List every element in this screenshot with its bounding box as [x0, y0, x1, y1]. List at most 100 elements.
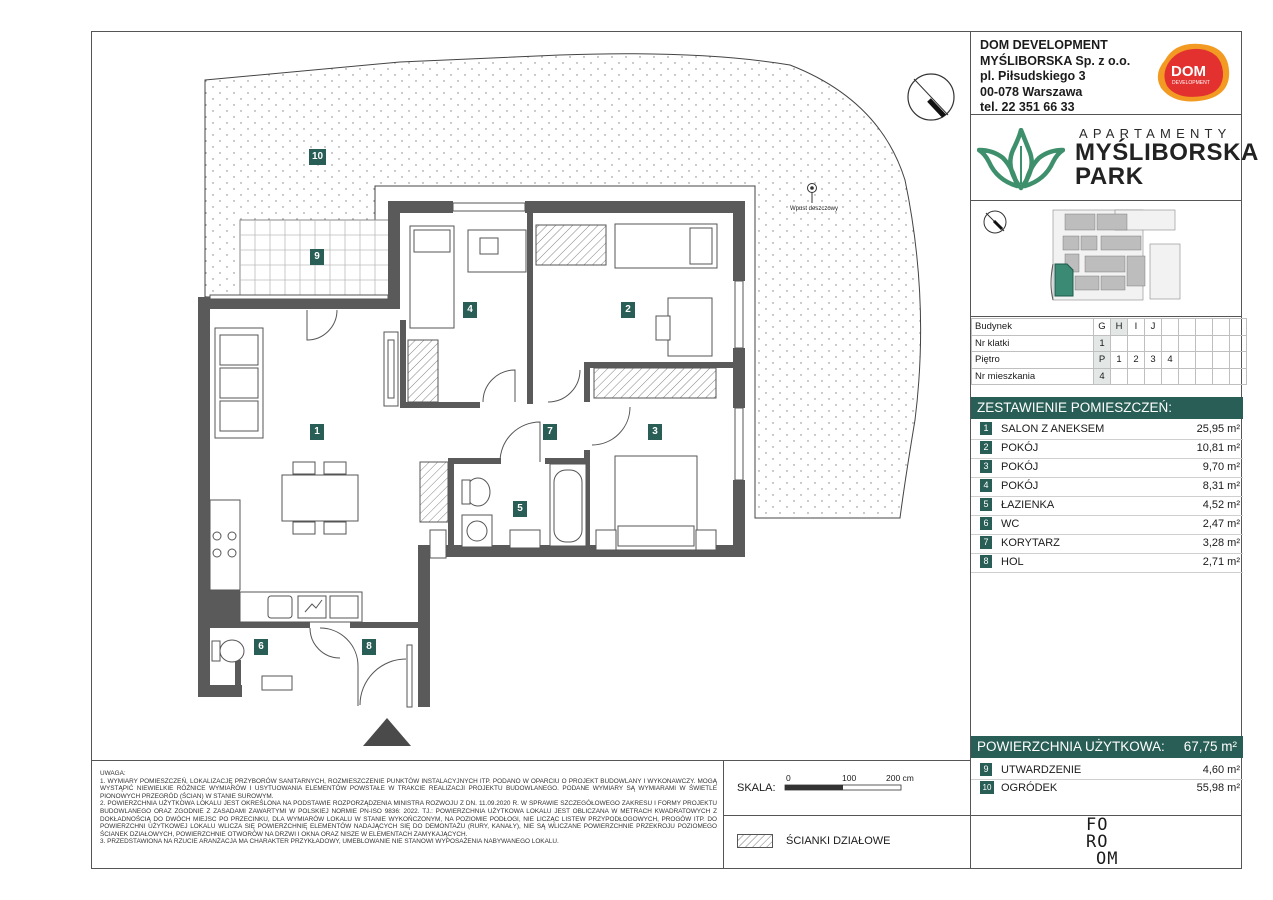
- company-name: DOM DEVELOPMENT: [980, 38, 1108, 52]
- info-floor-3: 3: [1144, 351, 1162, 369]
- dom-logo-text: DOM: [1171, 63, 1206, 80]
- plan-label-room-1: 1: [310, 424, 324, 440]
- room-name: HOL: [1001, 556, 1024, 568]
- room-name: ŁAZIENKA: [1001, 499, 1055, 511]
- plan-label-room-3: 3: [648, 424, 662, 440]
- room-badge: 5: [980, 498, 992, 511]
- project-word: APARTAMENTY: [1079, 126, 1232, 141]
- minimap-compass-icon: [983, 210, 1007, 234]
- frame-divider-scale: [723, 815, 970, 816]
- room-name: POKÓJ: [1001, 442, 1039, 454]
- frame-divider-notes: [723, 760, 724, 869]
- row-separator: [971, 439, 1243, 440]
- plan-label-room-2: 2: [621, 302, 635, 318]
- room-badge: 6: [980, 517, 992, 530]
- room-area: 9,70 m²: [1202, 461, 1240, 473]
- foroom-line3: OM: [1096, 849, 1119, 869]
- room-name: KORYTARZ: [1001, 537, 1060, 549]
- info-label-apartment: Nr mieszkania: [971, 367, 1094, 385]
- drain-icon: [807, 183, 817, 203]
- notes-title: UWAGA:: [100, 770, 126, 777]
- room-row: 5 ŁAZIENKA 4,52 m²: [980, 497, 1240, 513]
- scale-tick-200: 200 cm: [886, 773, 914, 783]
- plan-label-room-6: 6: [254, 639, 268, 655]
- extra-name: UTWARDZENIE: [1001, 764, 1082, 776]
- room-row: 6 WC 2,47 m²: [980, 516, 1240, 532]
- company-entity: MYŚLIBORSKA Sp. z o.o.: [980, 53, 1131, 68]
- floor-plan: [198, 53, 955, 746]
- info-floor-1: 1: [1110, 351, 1128, 369]
- project-name-line1: MYŚLIBORSKA: [1075, 139, 1259, 166]
- info-row-floor: Piętro P 1 2 3 4: [971, 351, 1247, 369]
- extra-row: 9 UTWARDZENIE 4,60 m²: [980, 762, 1240, 778]
- leaf-logo-icon: [977, 128, 1065, 191]
- room-badge: 4: [980, 479, 992, 492]
- info-building-g: G: [1093, 318, 1111, 336]
- row-separator: [971, 534, 1243, 535]
- compass-icon: [907, 73, 955, 121]
- note-item: 1. WYMIARY POMIESZCZEŃ, LOKALIZACJĘ PRZY…: [100, 777, 717, 800]
- room-row: 7 KORYTARZ 3,28 m²: [980, 535, 1240, 551]
- info-label-staircase: Nr klatki: [971, 334, 1094, 352]
- foroom-line1: FO: [1086, 815, 1109, 835]
- info-row-building: Budynek G H I J: [971, 318, 1247, 336]
- company-street: pl. Piłsudskiego 3: [980, 69, 1086, 83]
- doors: [306, 309, 631, 708]
- scale-tick-100: 100: [842, 773, 857, 783]
- plan-label-room-7: 7: [543, 424, 557, 440]
- usable-area-band: POWIERZCHNIA UŻYTKOWA: 67,75 m²: [971, 736, 1243, 758]
- exterior-walls: [198, 201, 745, 707]
- info-apartment-value: 4: [1093, 367, 1111, 385]
- room-badge: 1: [980, 422, 992, 435]
- info-row-apartment: Nr mieszkania 4: [971, 367, 1247, 385]
- frame-divider-bottom: [91, 760, 971, 761]
- note-item: 3. PRZEDSTAWIONA NA RZUCIE ARANŻACJA MA …: [100, 838, 559, 846]
- row-separator: [971, 496, 1243, 497]
- room-badge: 2: [980, 441, 992, 454]
- panel-divider-3: [970, 316, 1242, 317]
- row-separator: [971, 477, 1243, 478]
- row-separator: [971, 553, 1243, 554]
- info-building-i: I: [1127, 318, 1145, 336]
- info-staircase-value: 1: [1093, 334, 1111, 352]
- usable-area-value: 67,75 m²: [1183, 739, 1237, 754]
- room-name: SALON Z ANEKSEM: [1001, 423, 1105, 435]
- scale-tick-0: 0: [786, 773, 791, 783]
- project-name: MYŚLIBORSKA PARK: [1075, 141, 1259, 189]
- info-building-j: J: [1144, 318, 1162, 336]
- room-name: WC: [1001, 518, 1020, 530]
- drain-label: Wpust deszczowy: [790, 206, 839, 212]
- plan-label-room-5: 5: [513, 501, 527, 517]
- scale-label: SKALA:: [737, 782, 776, 794]
- info-floor-p: P: [1093, 351, 1111, 369]
- extra-area: 4,60 m²: [1202, 764, 1240, 776]
- note-item: 2. POWIERZCHNIA UŻYTKOWA LOKALU JEST OKR…: [100, 800, 717, 838]
- room-row: 8 HOL 2,71 m²: [980, 554, 1240, 570]
- room-row: 1 SALON Z ANEKSEM 25,95 m²: [980, 421, 1240, 437]
- extra-badge: 10: [980, 781, 994, 794]
- dom-logo-sub: DEVELOPMENT: [1172, 80, 1210, 86]
- room-row: 3 POKÓJ 9,70 m²: [980, 459, 1240, 475]
- room-area: 4,52 m²: [1202, 499, 1240, 511]
- entrance-marker: [363, 718, 411, 746]
- plan-label-room-4: 4: [463, 302, 477, 318]
- info-building-h: H: [1110, 318, 1128, 336]
- scale-bar: [784, 784, 902, 791]
- foroom-logo: FO RO OM: [1086, 817, 1118, 868]
- room-badge: 3: [980, 460, 992, 473]
- plan-label-room-8: 8: [362, 639, 376, 655]
- extra-area: 55,98 m²: [1196, 782, 1240, 794]
- row-separator: [971, 515, 1243, 516]
- partition-hatches: [407, 224, 717, 523]
- panel-divider-4: [970, 815, 1242, 816]
- plan-label-garden-10: 10: [309, 149, 326, 165]
- notes-block: UWAGA: 1. WYMIARY POMIESZCZEŃ, LOKALIZAC…: [100, 770, 717, 846]
- room-area: 8,31 m²: [1202, 480, 1240, 492]
- hatch-legend-swatch: [737, 834, 773, 848]
- company-city: 00-078 Warszawa: [980, 84, 1083, 99]
- garden-area: [204, 53, 922, 519]
- project-name-line2: PARK: [1075, 163, 1144, 190]
- room-name: POKÓJ: [1001, 480, 1039, 492]
- info-label-floor: Piętro: [971, 351, 1094, 369]
- foroom-line2: RO: [1086, 832, 1109, 852]
